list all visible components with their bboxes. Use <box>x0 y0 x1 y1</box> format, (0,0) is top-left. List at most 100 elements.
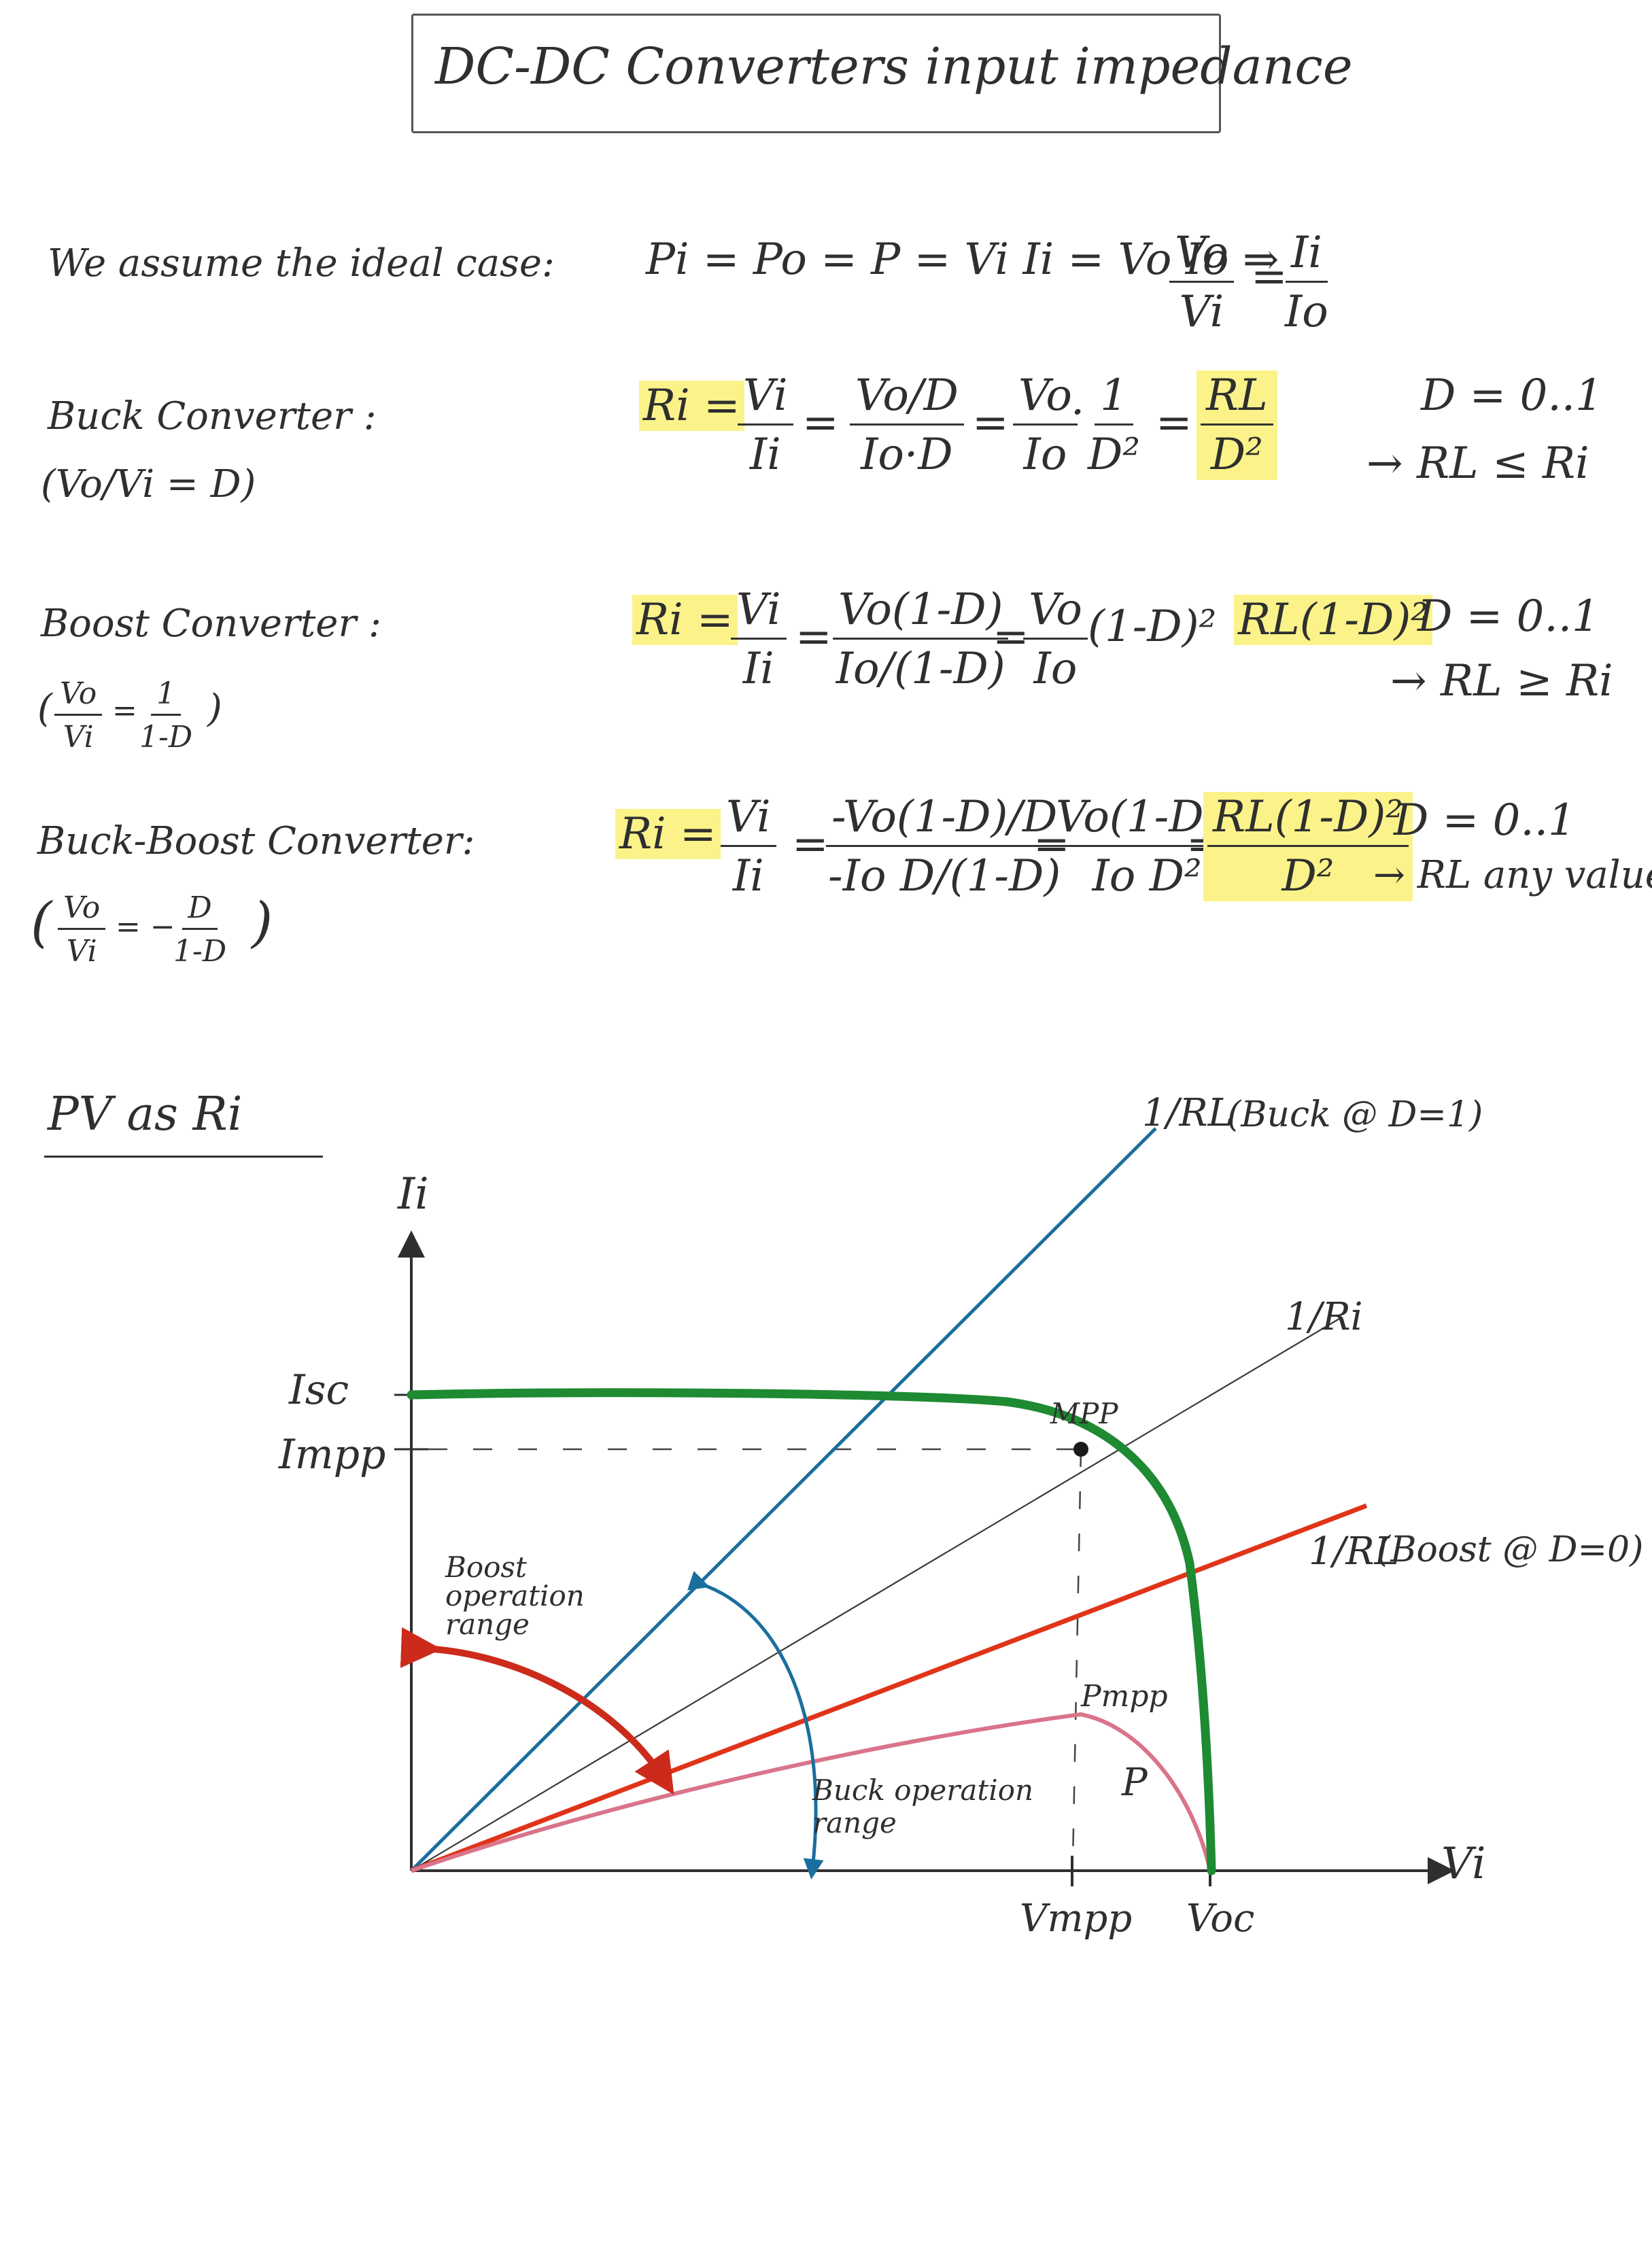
boost-range-label: Boost operation range <box>445 1553 585 1639</box>
boost-load-line <box>410 1503 1368 1873</box>
pmpp-label: Pmpp <box>1081 1679 1168 1714</box>
buckboost-ratio-rhs: D 1-D <box>173 890 226 969</box>
buckboost-ri: Ri = <box>615 809 721 859</box>
equals-sign: = <box>802 398 839 448</box>
boost-result: RL(1-D)² <box>1234 595 1432 645</box>
buck-ri: Ri = <box>639 381 744 431</box>
equals-sign: = <box>1251 252 1288 302</box>
frac-den: Vi <box>63 720 94 755</box>
ratio-ii-io: Ii Io <box>1285 228 1328 337</box>
buckboost-conclusion: → RL any value <box>1373 853 1652 897</box>
equals-sign: = <box>1033 819 1070 869</box>
buck-range-arrow <box>687 1571 824 1880</box>
boost-range-arrow <box>400 1627 674 1795</box>
frac-num: D <box>182 890 218 930</box>
y-axis-label: Ii <box>398 1169 429 1219</box>
frac-den: Ii <box>732 851 764 901</box>
voc-label: Voc <box>1186 1897 1255 1941</box>
equals-minus-sign: = − <box>116 910 175 944</box>
vmpp-label: Vmpp <box>1020 1897 1133 1941</box>
buckboost-term-2: -Vo(1-D)/D -Io D/(1-D) <box>826 792 1063 901</box>
buck-line-label: 1/RL <box>1142 1091 1233 1135</box>
frac-num: RL <box>1201 370 1273 426</box>
equals-sign: = <box>112 693 137 728</box>
ri-line-label: 1/Ri <box>1285 1295 1363 1339</box>
buck-range-label: Buck operation range <box>812 1774 1033 1839</box>
buck-load-line <box>410 1127 1157 1872</box>
title-box <box>411 14 1221 133</box>
buckboost-label: Buck-Boost Converter: <box>37 819 475 863</box>
boost-line-label: 1/RL <box>1309 1529 1400 1574</box>
frac-den: D² <box>1210 430 1263 480</box>
frac-den: Vi <box>66 934 97 969</box>
buckboost-result: RL(1-D)² D² <box>1203 792 1413 901</box>
buck-range-line-1: Buck operation <box>812 1773 1034 1807</box>
frac-num: Vi <box>731 585 787 640</box>
pv-heading-underline <box>44 1156 323 1158</box>
boost-ratio-rhs: 1 1-D <box>139 676 192 755</box>
boost-range-line-3: range <box>445 1608 530 1641</box>
assumption-text: We assume the ideal case: <box>48 241 555 285</box>
frac-den: Io <box>1023 430 1067 480</box>
buck-term-2: Vo/D Io·D <box>850 370 964 480</box>
equals-sign: = <box>792 819 829 869</box>
buck-duty-range: D = 0..1 <box>1421 370 1603 421</box>
boost-line-note: (Boost @ D=0) <box>1377 1529 1644 1570</box>
buck-line-note: (Buck @ D=1) <box>1227 1094 1483 1135</box>
boost-duty-range: D = 0..1 <box>1417 591 1600 642</box>
buckboost-term-1: Vi Ii <box>721 792 776 901</box>
frac-den: Io <box>1033 644 1078 694</box>
buck-ratio: (Vo/Vi = D) <box>41 462 256 506</box>
frac-den: D² <box>1088 430 1140 480</box>
iv-curve <box>407 1388 1216 1875</box>
frac-den: Io D² <box>1092 851 1202 901</box>
equals-sign: = <box>993 612 1029 662</box>
frac-den: Io/(1-D) <box>836 644 1005 694</box>
frac-num: Vo(1-D) <box>833 585 1009 640</box>
isc-label: Isc <box>289 1366 349 1414</box>
buck-result: RL D² <box>1197 370 1277 480</box>
paren-open: ( <box>37 687 52 731</box>
buck-term-1: Vi Ii <box>738 370 793 480</box>
buckboost-duty-range: D = 0..1 <box>1394 795 1576 846</box>
mpp-label: MPP <box>1050 1397 1118 1430</box>
frac-num: Vi <box>738 370 793 426</box>
ri-highlight: Ri = <box>615 809 721 859</box>
boost-ratio-lhs: Vo Vi <box>54 676 103 755</box>
power-label: P <box>1122 1761 1148 1805</box>
equals-sign: = <box>972 398 1009 448</box>
frac-num: 1 <box>151 676 182 716</box>
frac-num: Vo <box>1169 228 1234 283</box>
frac-num: Vo <box>1023 585 1088 640</box>
x-axis-label: Vi <box>1441 1839 1486 1889</box>
frac-den: D² <box>1281 851 1335 901</box>
frac-num: -Vo(1-D)/D <box>826 792 1063 847</box>
page-title: DC-DC Converters input impedance <box>435 37 1353 96</box>
buckboost-ratio-lhs: Vo Vi <box>58 890 106 969</box>
frac-den: Ii <box>749 430 781 480</box>
boost-ri: Ri = <box>632 595 738 645</box>
frac-den: Ii <box>742 644 774 694</box>
boost-label: Boost Converter : <box>41 602 381 646</box>
frac-den: Io <box>1285 287 1328 337</box>
pv-heading: PV as Ri <box>48 1088 243 1141</box>
equals-sign: = <box>795 612 832 662</box>
buck-label: Buck Converter : <box>48 394 377 438</box>
impp-label: Impp <box>279 1431 386 1478</box>
buck-term-3: Vo Io <box>1013 370 1078 480</box>
frac-num: Ii <box>1286 228 1328 283</box>
ratio-vo-vi: Vo Vi <box>1169 228 1234 337</box>
frac-num: Vo <box>54 676 103 716</box>
paren-open: ( <box>31 890 52 954</box>
frac-num: Vi <box>721 792 776 847</box>
vmpp-guide <box>1071 1449 1082 1863</box>
buck-conclusion: → RL ≤ Ri <box>1366 438 1589 489</box>
frac-den: 1-D <box>173 934 227 969</box>
boost-range-line-1: Boost <box>445 1551 527 1584</box>
buck-range-line-2: range <box>812 1806 897 1839</box>
ri-highlight: Ri = <box>639 381 744 431</box>
boost-term-1: Vi Ii <box>731 585 787 694</box>
buck-term-3b: 1 D² <box>1088 370 1140 480</box>
boost-term-2: Vo(1-D) Io/(1-D) <box>833 585 1009 694</box>
